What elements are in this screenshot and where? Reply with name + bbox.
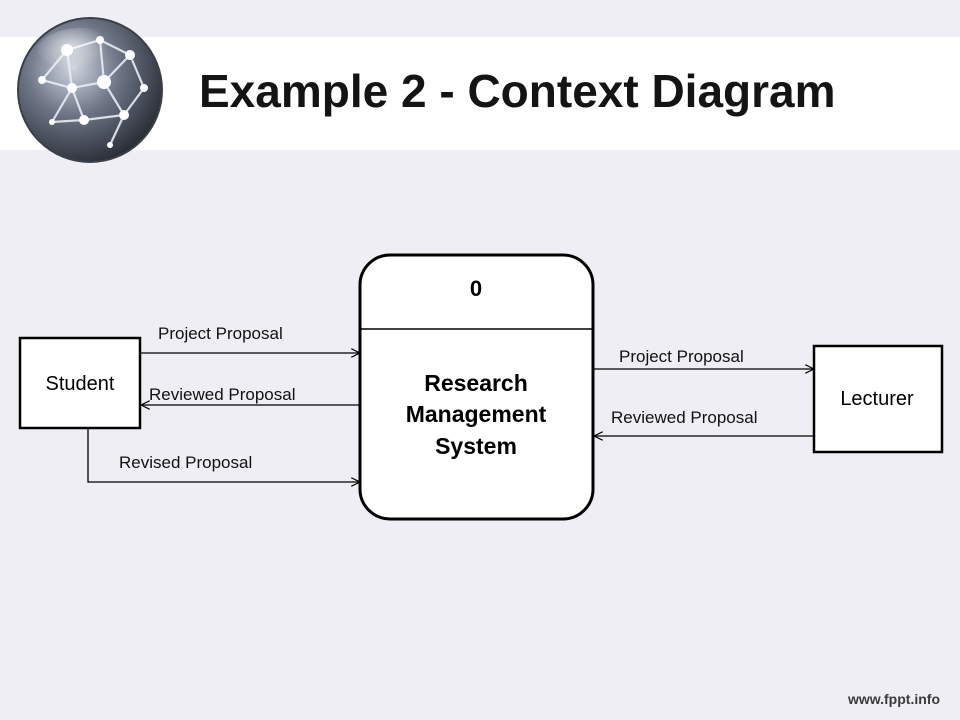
entity-lecturer: Lecturer: [812, 344, 944, 454]
flow-label-student-revised: Revised Proposal: [119, 453, 252, 472]
footer-url: www.fppt.info: [847, 691, 940, 707]
slide-title: Example 2 - Context Diagram: [199, 65, 836, 117]
flow-label-system-to-student: Reviewed Proposal: [149, 385, 295, 404]
process-name-line-1: Research: [424, 370, 528, 396]
process-name-line-2: Management: [406, 401, 547, 427]
process-research-management-system: 0 Research Management System: [358, 253, 595, 521]
entity-student: Student: [18, 336, 142, 430]
flow-label-lecturer-to-system: Reviewed Proposal: [611, 408, 757, 427]
entity-lecturer-label: Lecturer: [840, 388, 914, 410]
entity-student-label: Student: [46, 373, 115, 395]
process-name-line-3: System: [435, 433, 517, 459]
flow-label-system-to-lecturer: Project Proposal: [619, 347, 744, 366]
flow-label-student-to-system: Project Proposal: [158, 324, 283, 343]
process-number: 0: [470, 276, 482, 301]
network-globe-icon: [12, 10, 168, 166]
flow-arrow-student-revised: [87, 429, 359, 482]
